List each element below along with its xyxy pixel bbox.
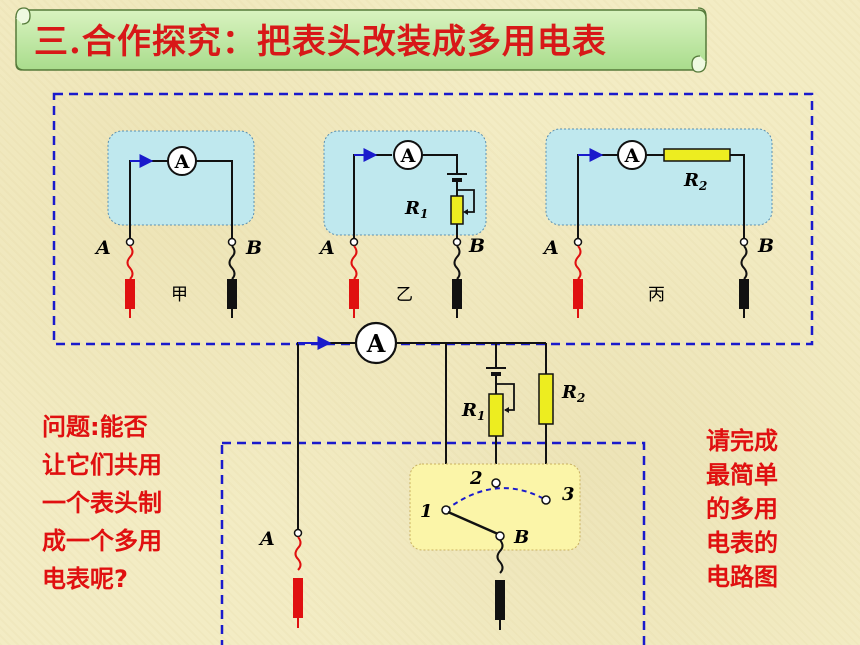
ammeter-symbol: A [400,145,416,167]
task-line: 的多用 [706,495,778,523]
question-line: 让它们共用 [42,451,162,479]
terminal-a-label: A [542,237,559,259]
switch-pos-2: 2 [469,468,483,489]
terminal-a-label: A [318,237,335,259]
switch-pos-3: 3 [562,484,575,505]
switch-contact-2 [491,478,501,488]
lead-black [496,539,504,574]
wire-jia-right [196,160,233,240]
switch-panel [409,463,581,551]
terminal-b-label: B [757,235,774,257]
probe-black [227,279,237,309]
rheostat-r1 [488,393,504,437]
question-line: 一个表头制 [42,489,162,517]
resistor-r2 [538,373,554,425]
lead-red [350,245,358,280]
terminal-a-label: A [94,237,111,259]
question-line: 问题:能否 [42,413,148,441]
circuit-bing: A R2 A B 丙 [542,128,774,318]
terminal-a-label: A [258,528,275,550]
wire-bing-right [730,154,745,240]
r2-label: R2 [683,170,707,193]
rheostat-slider [496,383,515,411]
switch-contact-3 [541,495,551,505]
terminal-a [125,237,135,247]
circuit-jia: A A B 甲 [94,130,262,318]
switch-pos-1: 1 [420,501,433,522]
task-line: 电表的 [706,529,778,557]
switch-blade [447,510,499,536]
probe-red [349,279,359,309]
lead-black [228,245,236,280]
question-line: 电表呢? [42,565,128,593]
probe-red [125,279,135,309]
probe-black [452,279,462,309]
resistor-r2 [663,148,731,162]
question-line: 成一个多用 [42,527,162,555]
circuit-name-jia: 甲 [171,285,188,305]
switch-arc [445,487,547,511]
task-text: 请完成 最简单 的多用 电表的 电路图 [706,424,806,594]
wire-main-left [297,342,356,530]
lead-black [453,245,461,280]
rheostat-slider [457,189,475,213]
ammeter-symbol: A [174,151,190,173]
lead-red [126,245,134,280]
question-text: 问题:能否 让它们共用 一个表头制 成一个多用 电表呢? [42,408,202,598]
terminal-b-label: B [513,527,529,548]
probe-red [293,578,303,618]
page-title: 三.合作探究：把表头改装成多用电表 [34,22,607,62]
r1-label: R1 [461,400,485,423]
ammeter-symbol: A [624,145,640,167]
title-banner [15,7,707,73]
combined-circuit: A R1 R2 1 2 3 B A [258,321,585,630]
terminal-b [227,237,237,247]
lead-red [574,245,582,280]
circuit-yi: A R1 A B 乙 [318,130,487,318]
task-line: 请完成 [706,427,778,455]
probe-red [573,279,583,309]
ammeter-jia [167,146,197,176]
task-line: 最简单 [706,461,778,489]
terminal-b-label: B [468,235,485,257]
terminal-b [739,237,749,247]
circuit-name-yi: 乙 [396,285,413,305]
bottom-dashed-frame [220,441,646,645]
probe-black [495,580,505,620]
terminal-b-label: B [245,237,262,259]
panel-bing [545,128,773,226]
ammeter-symbol: A [366,329,386,358]
r2-label: R2 [561,382,585,405]
lead-black [740,245,748,280]
terminal-b [452,237,462,247]
terminal-a [293,528,303,538]
wire-yi-top [422,154,458,174]
task-line: 电路图 [706,563,778,591]
r1-label: R1 [404,198,428,221]
probe-black [739,279,749,309]
switch-contact-1 [441,505,451,515]
terminal-a [573,237,583,247]
terminal-a [349,237,359,247]
terminal-b [495,531,505,541]
rheostat-r1 [450,195,464,225]
lead-red [294,536,302,571]
circuit-name-bing: 丙 [648,285,665,305]
